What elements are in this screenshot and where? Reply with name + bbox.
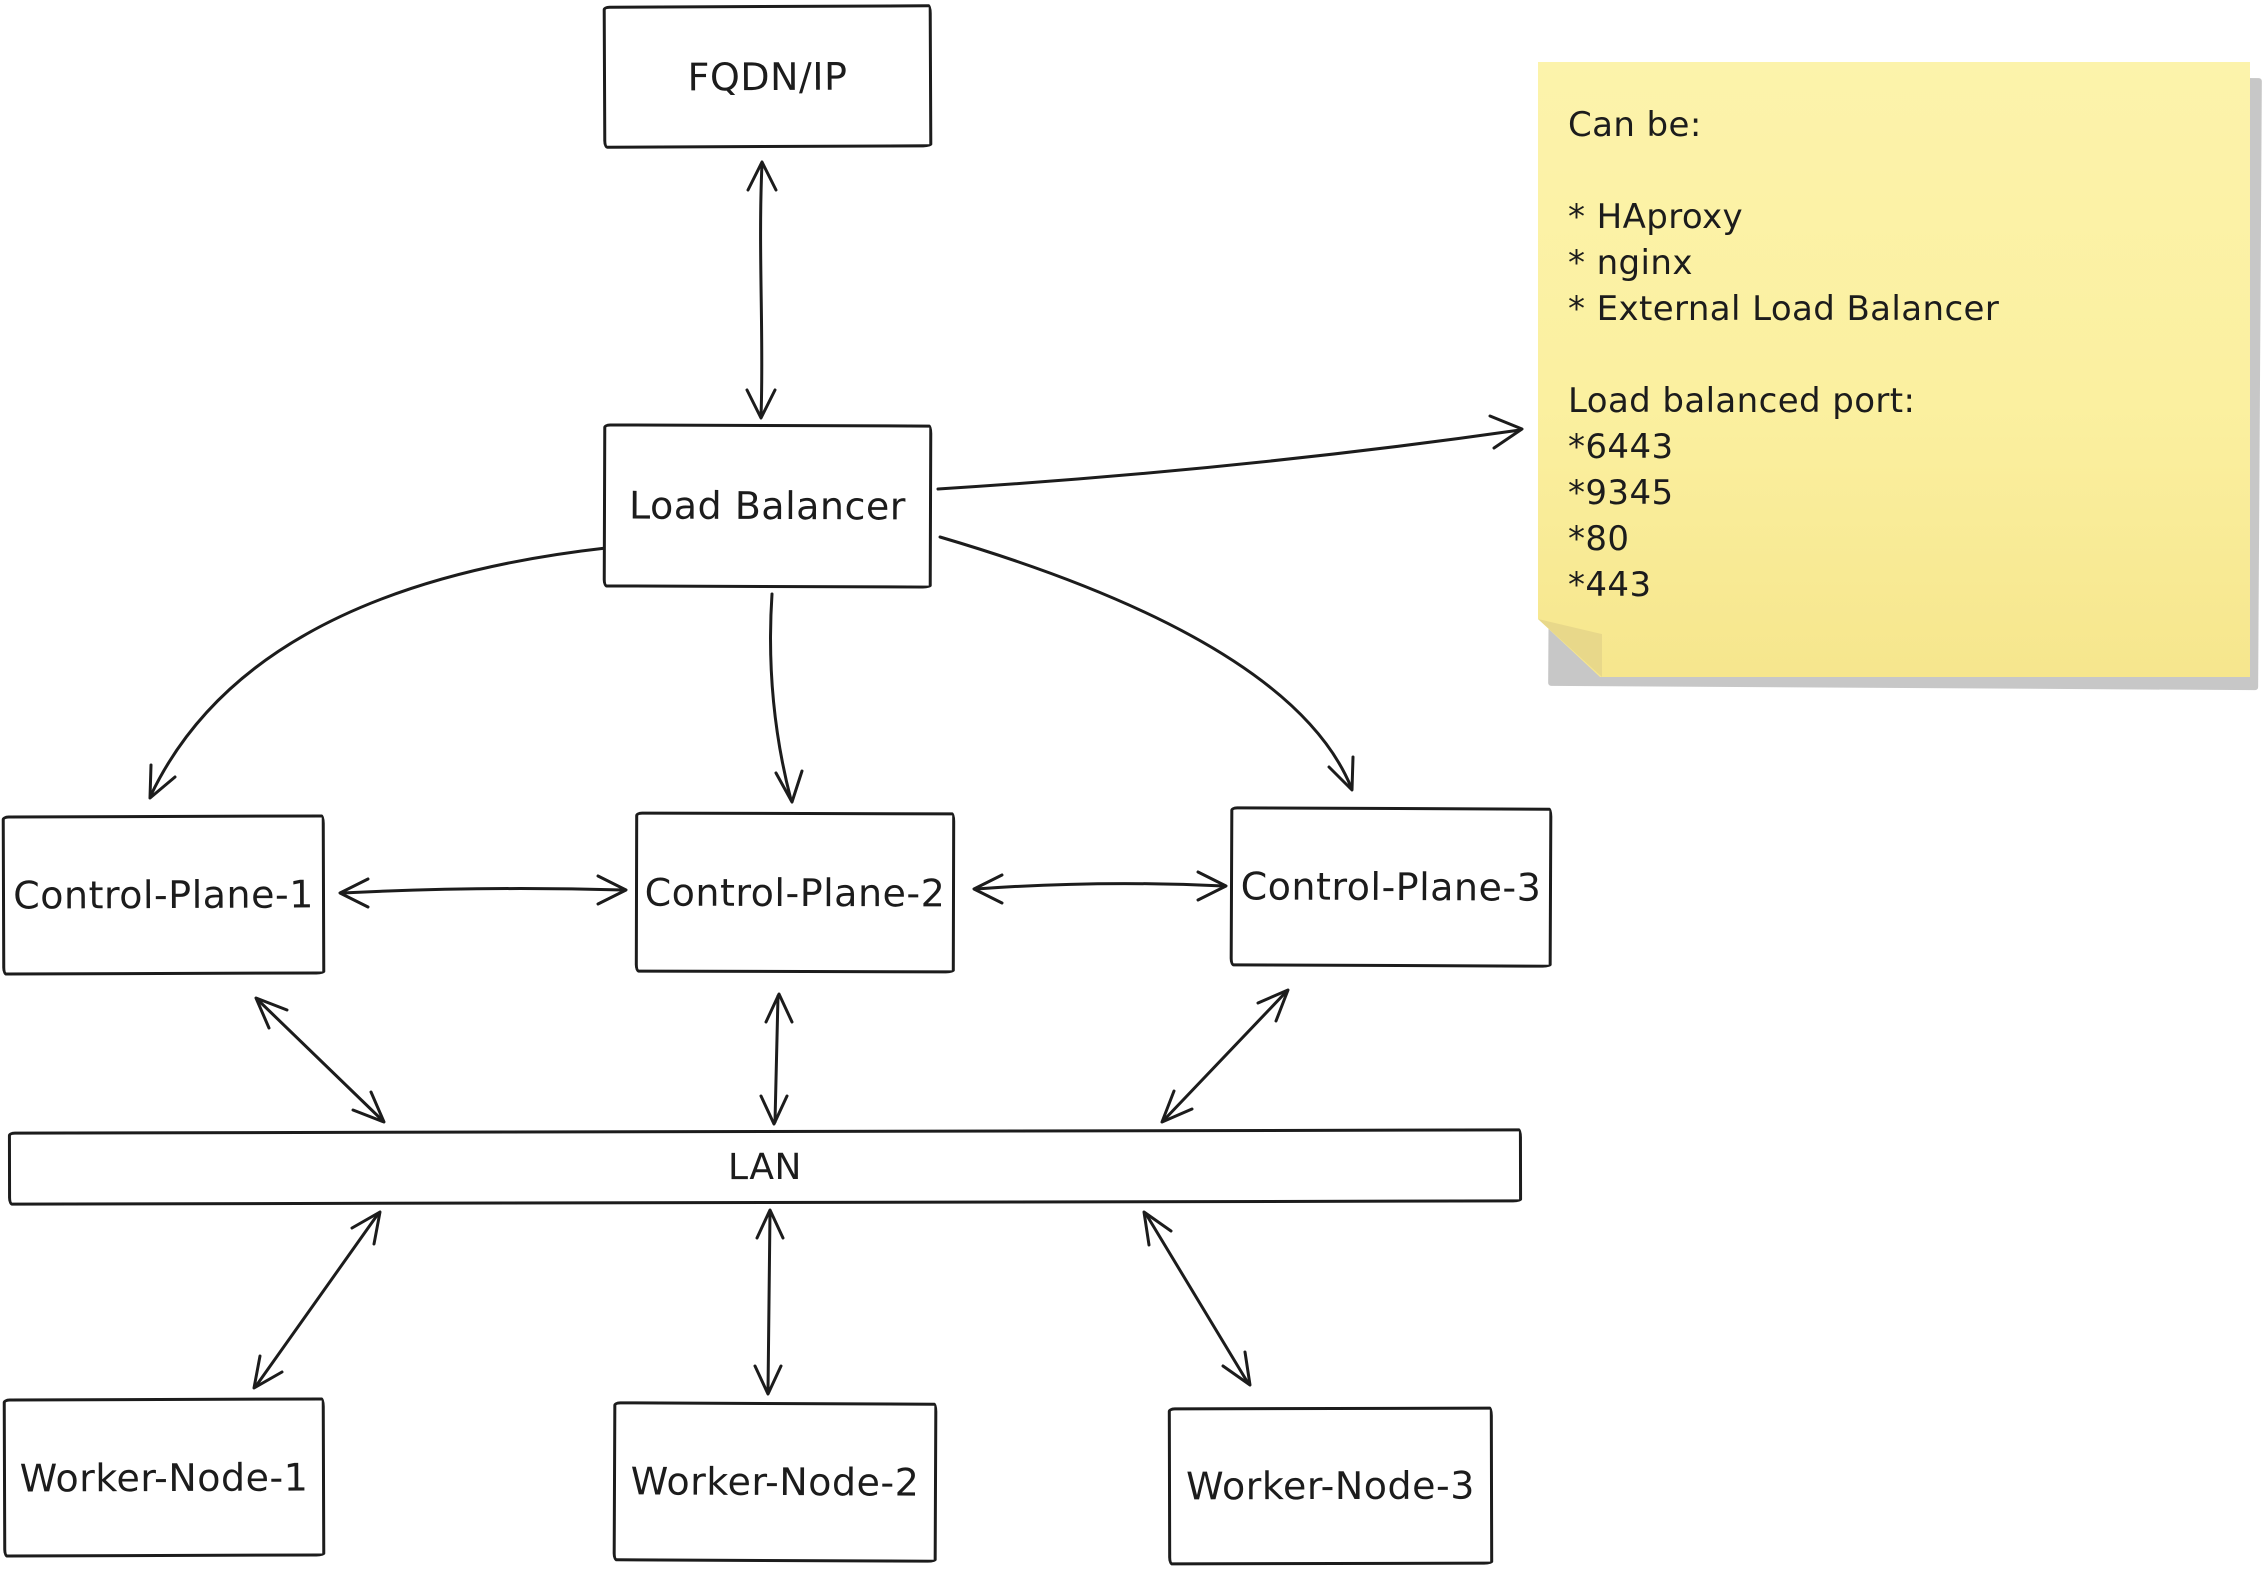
arrow-cp2-lan	[759, 992, 794, 1126]
arrow-lan-wn3	[1142, 1210, 1252, 1387]
arrow-loadbalancer-note	[936, 414, 1524, 491]
arrow-loadbalancer-cp2	[769, 592, 804, 804]
node-control-plane-2-label: Control-Plane-2	[644, 870, 946, 915]
note-line: * nginx	[1568, 243, 1693, 283]
note-line	[1568, 148, 2230, 194]
node-lan: LAN	[7, 1128, 1523, 1206]
arrow-cp1-cp2	[338, 874, 628, 909]
node-worker-node-2-label: Worker-Node-2	[630, 1459, 920, 1505]
arrow-loadbalancer-cp1	[148, 546, 608, 800]
sticky-note: Can be: * HAproxy * nginx * External Loa…	[1538, 62, 2250, 677]
node-load-balancer-label: Load Balancer	[628, 483, 907, 529]
node-fqdn: FQDN/IP	[602, 4, 933, 149]
note-line: Load balanced port:	[1568, 381, 1916, 421]
node-control-plane-1: Control-Plane-1	[1, 814, 326, 976]
node-control-plane-1-label: Control-Plane-1	[13, 872, 314, 918]
note-line	[1568, 332, 2230, 378]
arrow-lan-wn1	[252, 1210, 382, 1390]
node-lan-label: LAN	[727, 1146, 803, 1188]
node-control-plane-3-label: Control-Plane-3	[1240, 864, 1542, 910]
node-fqdn-label: FQDN/IP	[687, 54, 848, 99]
note-line: Can be:	[1568, 105, 1702, 145]
arrow-fqdn-loadbalancer	[745, 160, 778, 420]
node-worker-node-3-label: Worker-Node-3	[1186, 1463, 1475, 1509]
node-worker-node-3: Worker-Node-3	[1167, 1406, 1494, 1566]
note-line: * External Load Balancer	[1568, 289, 2000, 329]
arrow-loadbalancer-cp3	[938, 535, 1355, 792]
note-line: *443	[1568, 565, 1652, 605]
node-load-balancer: Load Balancer	[602, 423, 933, 589]
node-control-plane-2: Control-Plane-2	[634, 811, 956, 974]
node-worker-node-1: Worker-Node-1	[2, 1397, 326, 1558]
node-worker-node-1-label: Worker-Node-1	[19, 1454, 309, 1501]
arrow-lan-wn2	[753, 1208, 785, 1396]
note-line: * HAproxy	[1568, 197, 1744, 237]
node-control-plane-3: Control-Plane-3	[1229, 806, 1553, 968]
note-line: *9345	[1568, 473, 1674, 513]
arrow-cp3-lan	[1160, 988, 1290, 1124]
node-worker-node-2: Worker-Node-2	[612, 1401, 938, 1563]
arrow-cp1-lan	[254, 996, 386, 1124]
arrow-cp2-cp3	[972, 870, 1228, 905]
note-line: *6443	[1568, 427, 1674, 467]
note-line: *80	[1568, 519, 1630, 559]
